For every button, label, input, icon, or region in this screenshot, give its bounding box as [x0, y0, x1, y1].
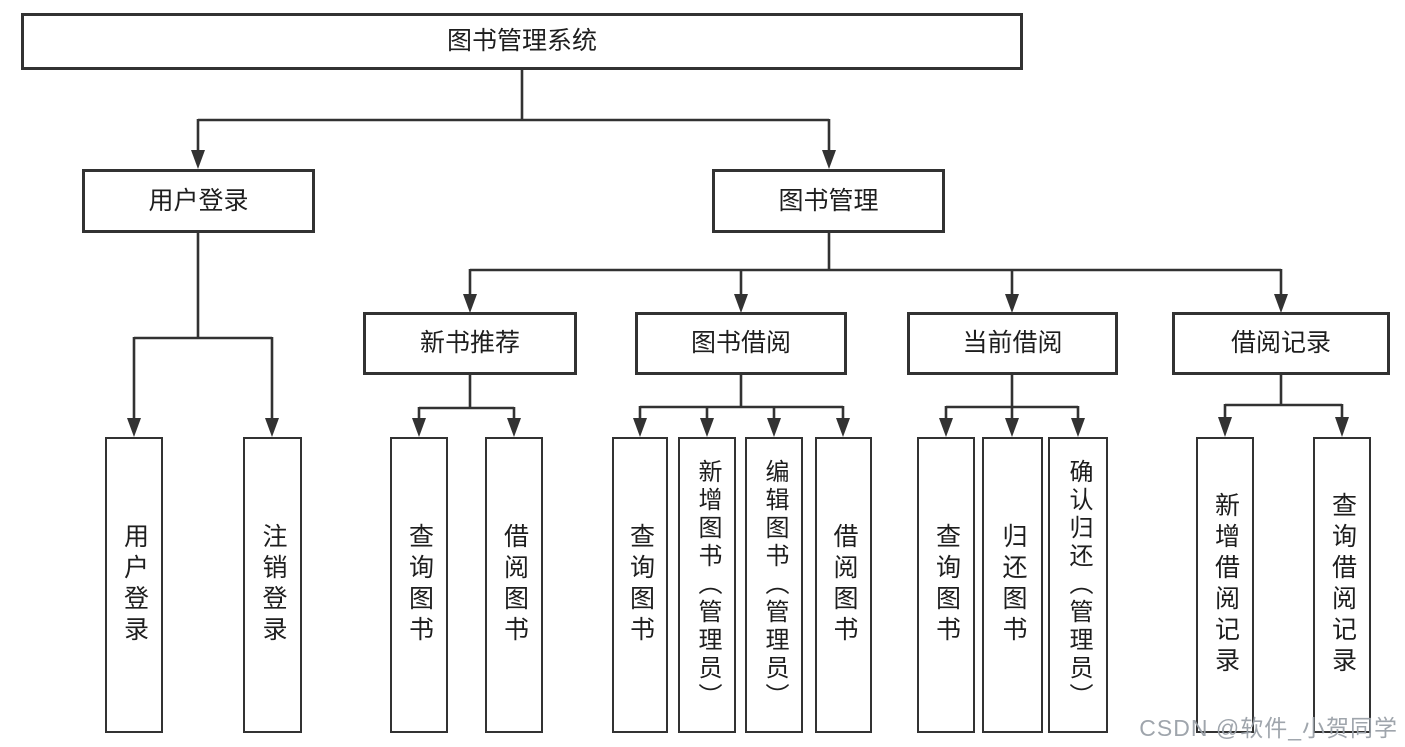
leaf-logout-label: 注销登录: [259, 523, 287, 647]
connector-new-book-branch: [417, 375, 516, 419]
arrow-down-icon: [734, 294, 748, 313]
leaf-confirm-return-admin-label: 确认归还（管理员）: [1065, 459, 1092, 711]
arrow-down-icon: [412, 418, 426, 437]
csdn-watermark: CSDN @软件_小贺同学: [1139, 715, 1398, 741]
arrow-down-icon: [1071, 418, 1085, 437]
arrow-down-icon: [767, 418, 781, 437]
node-user-login: 用户登录: [82, 169, 315, 233]
arrow-down-icon: [1218, 417, 1232, 437]
connector-borrow-record-branch: [1223, 375, 1344, 419]
node-new-book-rec-label: 新书推荐: [419, 329, 520, 357]
node-user-login-label: 用户登录: [148, 186, 249, 215]
leaf-borrow-query-book: 查询图书: [612, 437, 668, 733]
arrow-down-icon: [1005, 418, 1019, 437]
node-new-book-rec: 新书推荐: [363, 312, 577, 375]
arrow-down-icon: [1274, 294, 1288, 313]
leaf-return-book: 归还图书: [982, 437, 1043, 733]
leaf-user-login-label: 用户登录: [120, 523, 149, 647]
connector-book-borrow-branch: [638, 375, 845, 419]
leaf-user-login: 用户登录: [105, 437, 163, 733]
leaf-borrow-query-book-label: 查询图书: [626, 523, 655, 647]
leaf-add-borrow-record: 新增借阅记录: [1196, 437, 1254, 733]
leaf-logout: 注销登录: [243, 437, 302, 733]
leaf-borrow-book-label: 借阅图书: [830, 523, 858, 647]
leaf-confirm-return-admin: 确认归还（管理员）: [1048, 437, 1108, 733]
arrow-down-icon: [1335, 417, 1349, 437]
leaf-add-borrow-record-label: 新增借阅记录: [1211, 492, 1240, 678]
connector-book-mgmt-branch: [468, 233, 1283, 295]
leaf-current-query-book-label: 查询图书: [932, 523, 961, 647]
node-borrow-record: 借阅记录: [1172, 312, 1390, 375]
node-current-borrow-label: 当前借阅: [962, 329, 1063, 357]
arrow-down-icon: [700, 418, 714, 437]
arrow-down-icon: [127, 418, 141, 437]
node-borrow-record-label: 借阅记录: [1230, 329, 1331, 357]
leaf-newrec-query-book: 查询图书: [390, 437, 448, 733]
node-book-borrow-label: 图书借阅: [690, 329, 791, 357]
arrow-down-icon: [1005, 294, 1019, 313]
leaf-query-borrow-record-label: 查询借阅记录: [1328, 492, 1357, 678]
arrow-down-icon: [939, 418, 953, 437]
leaf-current-query-book: 查询图书: [917, 437, 975, 733]
node-root: 图书管理系统: [21, 13, 1023, 70]
connector-root-to-level2: [196, 70, 831, 151]
leaf-add-book-admin: 新增图书（管理员）: [678, 437, 736, 733]
leaf-query-borrow-record: 查询借阅记录: [1313, 437, 1371, 733]
leaf-return-book-label: 归还图书: [999, 523, 1027, 647]
leaf-newrec-borrow-book-label: 借阅图书: [500, 523, 529, 647]
arrow-down-icon: [633, 418, 647, 437]
node-book-borrow: 图书借阅: [635, 312, 847, 375]
arrow-down-icon: [191, 150, 205, 169]
arrow-down-icon: [822, 150, 836, 169]
arrow-down-icon: [507, 418, 521, 437]
leaf-newrec-borrow-book: 借阅图书: [485, 437, 543, 733]
arrow-down-icon: [463, 294, 477, 313]
arrow-down-icon: [836, 418, 850, 437]
node-book-mgmt-label: 图书管理: [778, 186, 879, 215]
leaf-borrow-book: 借阅图书: [815, 437, 872, 733]
connector-user-login-branch: [132, 233, 274, 419]
node-book-mgmt: 图书管理: [712, 169, 945, 233]
leaf-newrec-query-book-label: 查询图书: [405, 523, 434, 647]
leaf-add-book-admin-label: 新增图书（管理员）: [694, 459, 721, 711]
leaf-edit-book-admin: 编辑图书（管理员）: [745, 437, 803, 733]
connector-current-borrow-branch: [944, 375, 1080, 419]
node-current-borrow: 当前借阅: [907, 312, 1118, 375]
node-root-label: 图书管理系统: [446, 27, 597, 55]
arrow-down-icon: [265, 418, 279, 437]
leaf-edit-book-admin-label: 编辑图书（管理员）: [761, 459, 788, 711]
